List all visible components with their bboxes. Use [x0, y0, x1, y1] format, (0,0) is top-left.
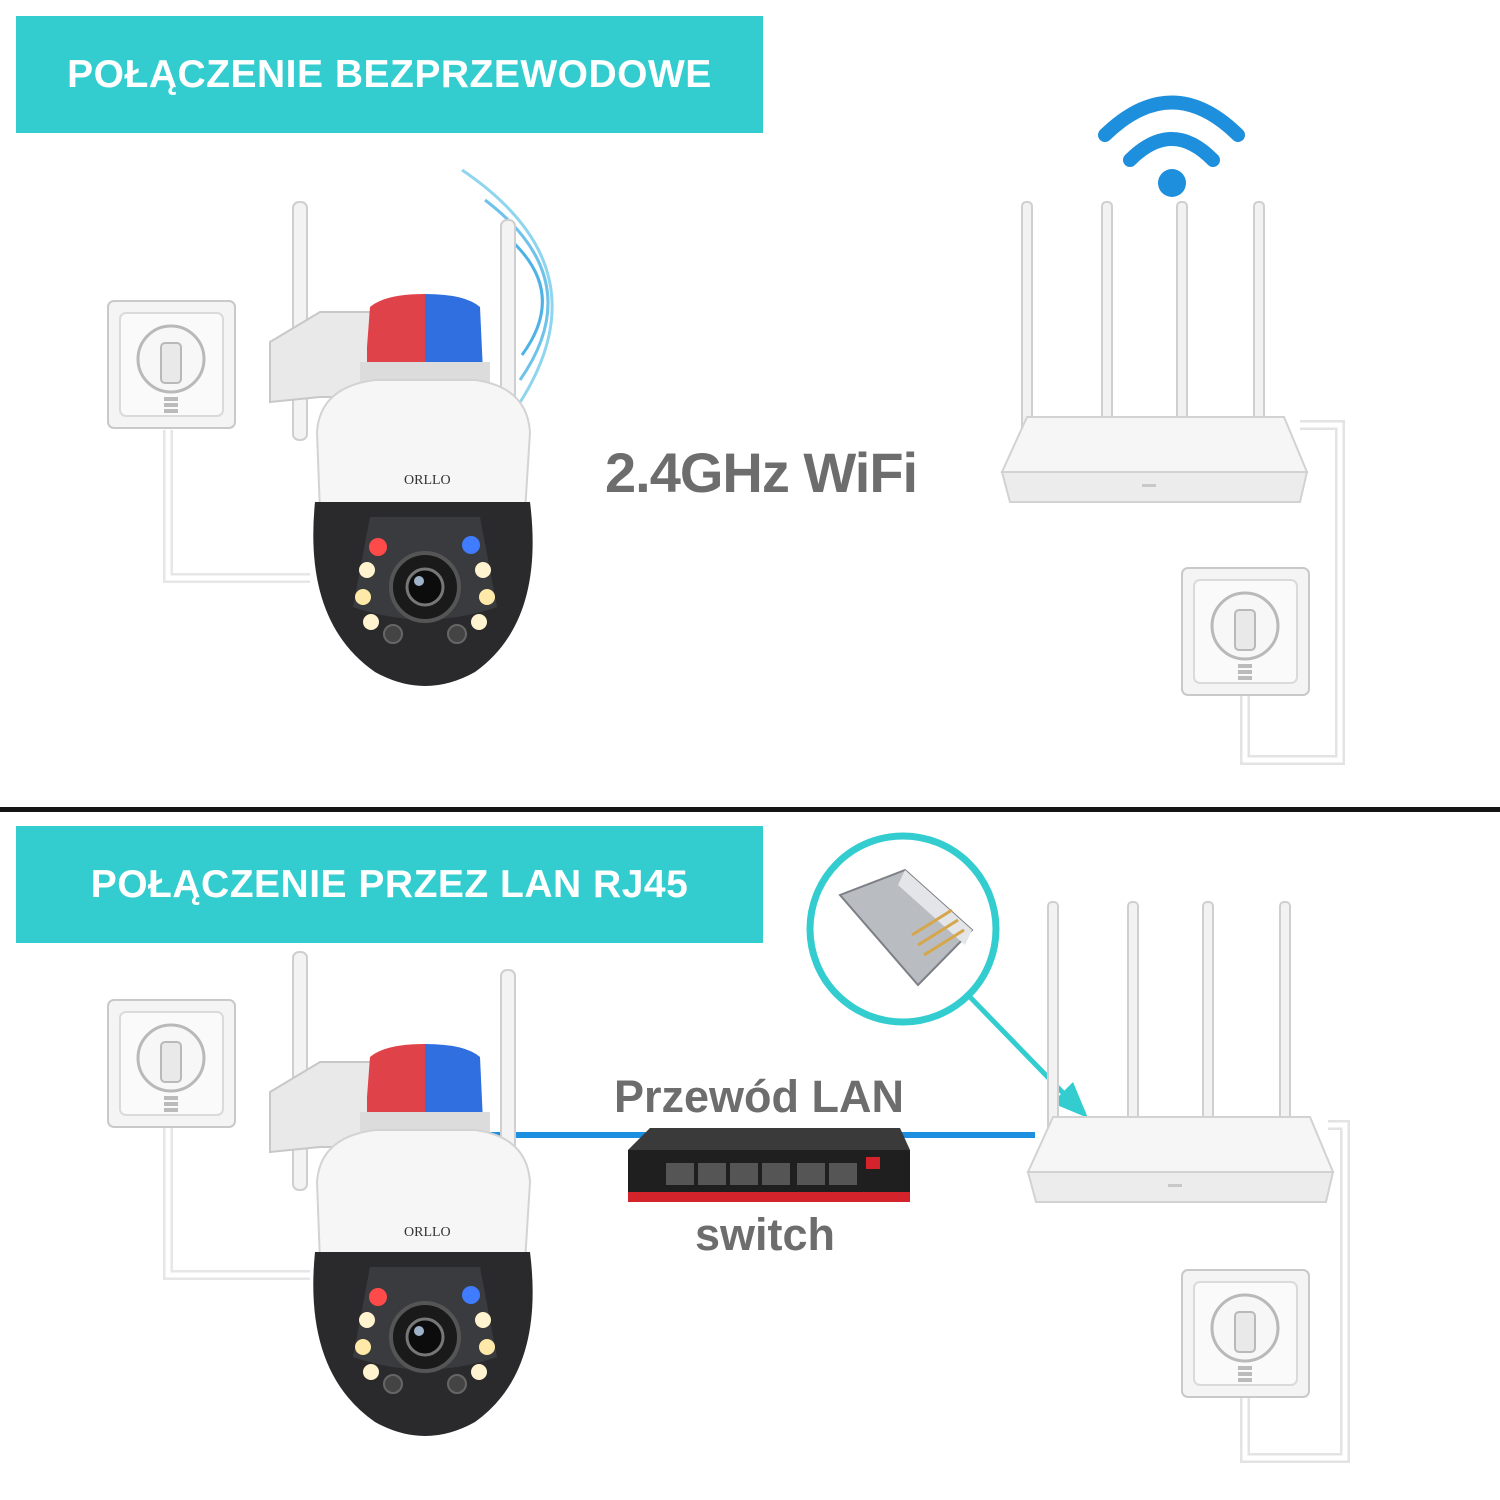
arrow-icon: [968, 995, 1088, 1118]
camera-brand: ORLLO: [404, 473, 451, 488]
power-cable: [168, 430, 310, 578]
router-icon: [1002, 202, 1307, 502]
lan-cable-label: Przewód LAN: [614, 1071, 904, 1123]
switch-icon: [628, 1128, 910, 1202]
wall-socket-icon: [108, 301, 235, 428]
router-icon: [1028, 902, 1333, 1202]
wifi-icon: [1105, 103, 1238, 198]
wifi-link-label: 2.4GHz WiFi: [605, 440, 917, 505]
wall-socket-icon: [1182, 568, 1309, 695]
camera-icon: [270, 202, 533, 686]
rj45-connector-icon: [810, 836, 996, 1022]
switch-label: switch: [695, 1209, 835, 1261]
camera-brand: ORLLO: [404, 1225, 451, 1240]
wall-socket-icon: [108, 1000, 235, 1127]
camera-icon: [270, 952, 533, 1436]
wall-socket-icon: [1182, 1270, 1309, 1397]
